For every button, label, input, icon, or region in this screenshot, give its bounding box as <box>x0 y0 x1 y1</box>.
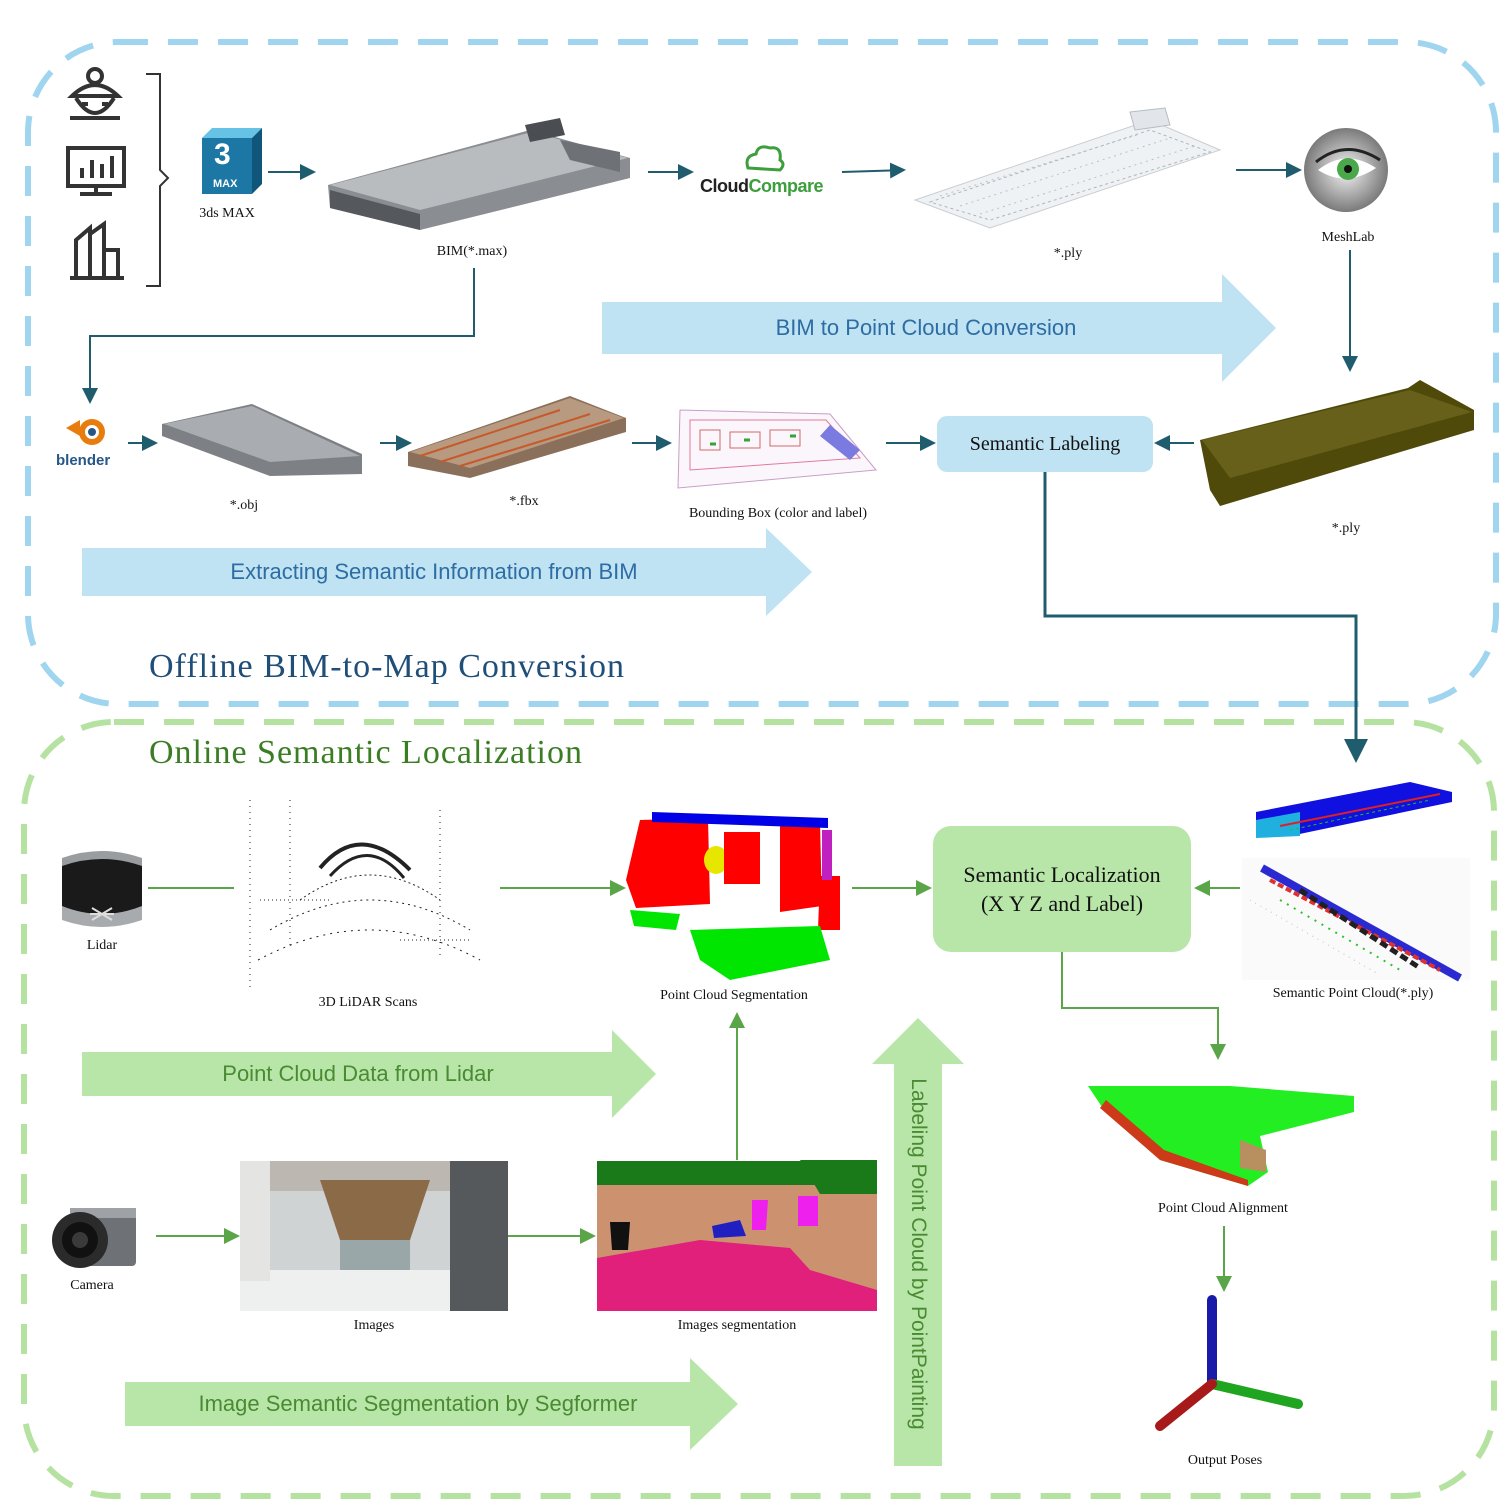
pointcloud-data-arrow-text: Point Cloud Data from Lidar <box>222 1061 494 1086</box>
output-poses-axes-image <box>1155 1295 1303 1431</box>
semantic-localization-line1: Semantic Localization <box>963 862 1161 887</box>
fbx-model-image <box>408 396 626 478</box>
images-segmentation-label: Images segmentation <box>677 1318 797 1333</box>
blender-logo-text: blender <box>56 452 111 469</box>
ply-label-top: *.ply <box>1053 246 1083 261</box>
obj-model-image <box>162 404 362 476</box>
pointcloud-alignment-image <box>1088 1086 1354 1186</box>
semantic-pointcloud-label: Semantic Point Cloud(*.ply) <box>1272 986 1434 1001</box>
online-section-border <box>21 719 1497 1499</box>
3dsmax-badge-number: 3 <box>214 138 231 171</box>
3dsmax-label: 3ds MAX <box>199 206 255 221</box>
offline-section-title: Offline BIM-to-Map Conversion <box>149 648 625 685</box>
images-label: Images <box>353 1318 395 1333</box>
extract-semantic-arrow <box>82 528 812 616</box>
fbx-label: *.fbx <box>509 494 539 509</box>
online-section-title: Online Semantic Localization <box>149 734 583 771</box>
camera-device-icon <box>52 1208 136 1268</box>
semantic-localization-line2: (X Y Z and Label) <box>980 891 1144 916</box>
3dsmax-logo-icon <box>202 128 262 194</box>
meshlab-label: MeshLab <box>1321 230 1375 245</box>
3dsmax-badge-sub: MAX <box>213 178 238 190</box>
monitor-chart-icon <box>66 146 126 196</box>
cloudcompare-text-b: Compare <box>748 176 824 196</box>
engineer-icon <box>67 67 123 120</box>
extract-semantic-arrow-text: Extracting Semantic Information from BIM <box>230 559 638 584</box>
image-segmentation-arrow-text: Image Semantic Segmentation by Segformer <box>198 1391 638 1416</box>
lidar-scans-label: 3D LiDAR Scans <box>318 995 418 1010</box>
meshlab-logo-icon <box>1304 128 1388 212</box>
connector-cloudcompare-ply <box>841 162 906 179</box>
image-segmentation-arrow <box>125 1358 738 1450</box>
output-poses-label: Output Poses <box>1187 1453 1263 1468</box>
bim-to-pointcloud-arrow-text: BIM to Point Cloud Conversion <box>775 315 1077 340</box>
semantic-localization-box: Semantic Localization (X Y Z and Label) <box>933 826 1191 952</box>
building-icon <box>70 220 124 280</box>
pointcloud-segmentation-label: Point Cloud Segmentation <box>660 988 808 1003</box>
semantic-pc-scatter-image <box>1242 858 1470 982</box>
tools-bracket <box>146 73 170 287</box>
semantic-pc-blue-image <box>1256 782 1452 838</box>
corridor-photo-image <box>240 1161 508 1311</box>
connector-semloc-alignment <box>1061 952 1226 1060</box>
bounding-box-label: Bounding Box (color and label) <box>688 506 868 521</box>
cloudcompare-logo-icon <box>745 145 785 172</box>
ply-label-right: *.ply <box>1331 521 1361 536</box>
lidar-scans-image <box>249 800 481 990</box>
cloudcompare-text-a: Cloud <box>700 176 749 196</box>
ply-olive-model-image <box>1200 380 1474 506</box>
blender-logo-icon <box>66 419 105 445</box>
image-segmentation-image <box>597 1160 877 1311</box>
lidar-device-icon <box>62 851 142 927</box>
cloudcompare-logo-text: CloudCompare <box>700 176 824 197</box>
camera-label: Camera <box>70 1278 114 1293</box>
pointcloud-segmentation-image <box>626 812 840 980</box>
pointpainting-arrow <box>872 1018 964 1466</box>
obj-label: *.obj <box>229 498 259 513</box>
pointpainting-arrow-text: Labeling Point Cloud by PointPainting <box>907 1078 930 1430</box>
bim-label: BIM(*.max) <box>436 244 508 259</box>
pointcloud-data-arrow <box>82 1030 656 1118</box>
ply-pointcloud-top-image <box>913 107 1222 229</box>
semantic-labeling-box-bg <box>937 416 1153 472</box>
semantic-localization-box-bg <box>933 826 1191 952</box>
pointcloud-alignment-label: Point Cloud Alignment <box>1158 1201 1288 1216</box>
semantic-labeling-box: Semantic Labeling <box>969 432 1121 455</box>
bim-model-image <box>328 118 630 230</box>
connector-bim-blender <box>82 268 475 404</box>
lidar-label: Lidar <box>86 938 118 953</box>
bounding-box-image <box>677 409 877 489</box>
connector-labeling-semantic-pc <box>1043 472 1368 763</box>
bim-to-pointcloud-arrow <box>602 274 1276 382</box>
offline-section-border <box>25 39 1499 707</box>
